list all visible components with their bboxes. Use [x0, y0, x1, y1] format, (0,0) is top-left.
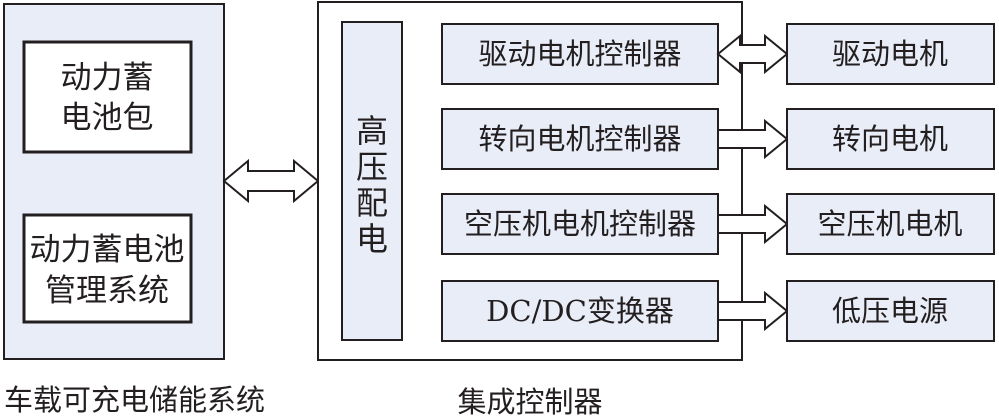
battery-pack-label-line2: 电池包 [61, 100, 154, 136]
dcdc-converter-box [441, 280, 719, 342]
hv-distribution-char-3: 配 [356, 184, 388, 222]
bms-box [22, 213, 193, 324]
low-voltage-supply-box [786, 280, 995, 342]
hv-distribution-box [341, 21, 403, 341]
drive-motor-box [786, 23, 995, 85]
integrated-controller-caption: 集成控制器 [457, 385, 602, 419]
battery-pack-label-line1: 动力蓄 [61, 60, 154, 96]
storage-system-caption: 车载可充电储能系统 [4, 383, 265, 417]
dcdc-converter-label: DC/DC变换器 [486, 294, 674, 328]
bms-label-line2: 管理系统 [45, 273, 169, 309]
drive-motor-controller-box [441, 23, 719, 85]
battery-pack-box [22, 40, 193, 154]
steering-motor-label: 转向电机 [832, 122, 948, 156]
compressor-motor-controller-box [441, 193, 719, 255]
bms-label-line1: 动力蓄电池 [30, 232, 185, 268]
hv-distribution-char-4: 电 [356, 220, 388, 258]
hv-distribution-char-2: 压 [356, 148, 388, 186]
steering-motor-box [786, 108, 995, 170]
storage-to-controller-bidirectional-arrow [222, 158, 320, 204]
steering-motor-controller-label: 转向电机控制器 [478, 122, 681, 156]
hv-distribution-char-1: 高 [356, 112, 388, 150]
compressor-motor-arrow [717, 203, 789, 245]
low-voltage-arrow [717, 290, 789, 332]
compressor-motor-controller-label: 空压机电机控制器 [464, 207, 696, 241]
low-voltage-supply-label: 低压电源 [832, 294, 948, 328]
compressor-motor-box [786, 193, 995, 255]
compressor-motor-label: 空压机电机 [817, 207, 962, 241]
drive-motor-controller-label: 驱动电机控制器 [478, 37, 681, 71]
steering-motor-arrow [717, 118, 789, 160]
drive-motor-label: 驱动电机 [832, 37, 948, 71]
